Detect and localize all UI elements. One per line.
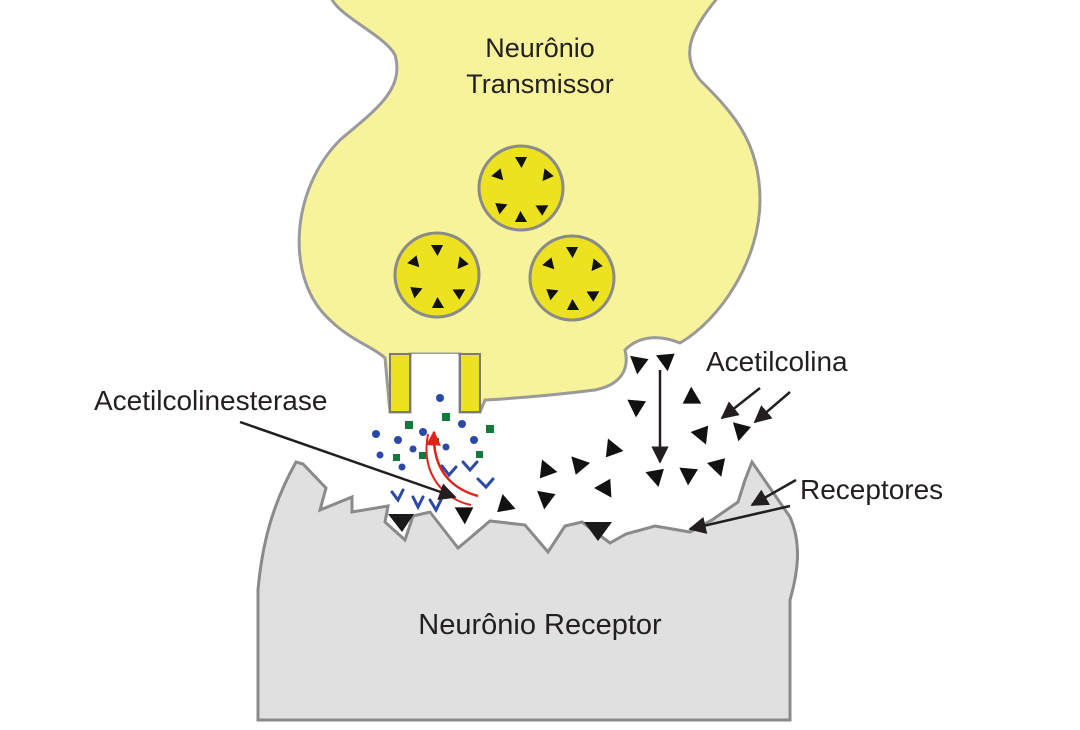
vesicle: [477, 144, 565, 232]
receiver-neuron: [256, 458, 799, 722]
vesicle: [393, 231, 481, 319]
receptors-label: Receptores: [800, 474, 944, 505]
vesicle: [528, 234, 616, 322]
receptors-arrow-2: [688, 504, 791, 534]
transmitter-label-line2: Transmissor: [466, 69, 614, 99]
acetylcholinesterase-label: Acetilcolinesterase: [94, 385, 328, 416]
receptor-sites: [388, 514, 612, 541]
receiver-neuron-label: Neurônio Receptor: [418, 609, 662, 641]
acetylcholine-label: Acetilcolina: [706, 346, 848, 377]
reaction-arrows: [425, 430, 479, 506]
acetylcholine-arrow-1: [720, 387, 761, 420]
acetylcholinesterase-arrow: [239, 420, 457, 501]
enzyme-fragments: [372, 394, 495, 514]
presynaptic-channel: [389, 353, 481, 413]
transmitter-label-line1: Neurônio: [485, 33, 595, 63]
transmitter-neuron-label: Neurônio Transmissor: [420, 30, 660, 102]
receptors-arrow-1: [750, 478, 797, 507]
acetylcholine-arrow-2: [753, 391, 791, 424]
label-arrows: [239, 370, 797, 534]
